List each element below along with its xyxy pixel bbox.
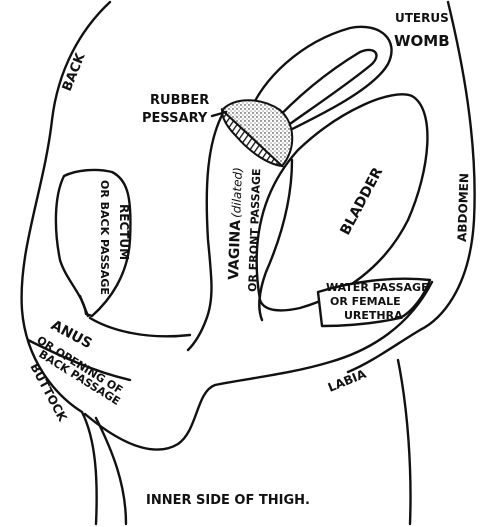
label-or-front-passage: OR FRONT PASSAGE <box>246 168 263 292</box>
anus-marker <box>78 294 90 318</box>
label-or-back-passage-1: OR BACK PASSAGE <box>98 180 111 295</box>
rubber-pessary-dots <box>220 99 294 168</box>
label-womb: WOMB <box>394 32 450 50</box>
label-water-passage: WATER PASSAGE <box>326 281 429 294</box>
thigh-outline <box>83 280 434 451</box>
label-abdomen: ABDOMEN <box>455 173 471 242</box>
label-rubber: RUBBER <box>150 93 209 108</box>
thigh-edge-left <box>94 416 128 526</box>
back-passage-channel-lower <box>26 338 132 382</box>
label-dilated: (dilated) <box>229 167 245 218</box>
label-rectum: RECTUM <box>117 204 131 260</box>
rectum <box>54 168 132 318</box>
thigh-edge-right <box>396 358 412 526</box>
vagina-front-wall <box>258 158 294 322</box>
label-vagina-word: VAGINA <box>226 219 244 280</box>
vagina-back-wall <box>186 106 228 352</box>
label-or-female: OR FEMALE <box>330 295 401 308</box>
label-uterus: UTERUS <box>395 11 449 25</box>
label-vagina: VAGINA(dilated) <box>226 167 246 280</box>
back-outline <box>20 0 112 526</box>
label-pessary: PESSARY <box>142 111 208 126</box>
uterus-cavity <box>266 48 378 136</box>
abdomen-outline <box>346 0 476 374</box>
rubber-pessary-hatch <box>220 107 285 168</box>
label-inner-side-of-thigh: INNER SIDE OF THIGH. <box>146 493 310 508</box>
label-labia: LABIA <box>326 367 369 395</box>
pessary-pointer <box>210 110 228 118</box>
urethra <box>316 277 432 328</box>
bladder <box>255 93 429 312</box>
back-passage-channel-upper <box>88 316 192 338</box>
label-urethra: URETHRA <box>344 309 403 322</box>
